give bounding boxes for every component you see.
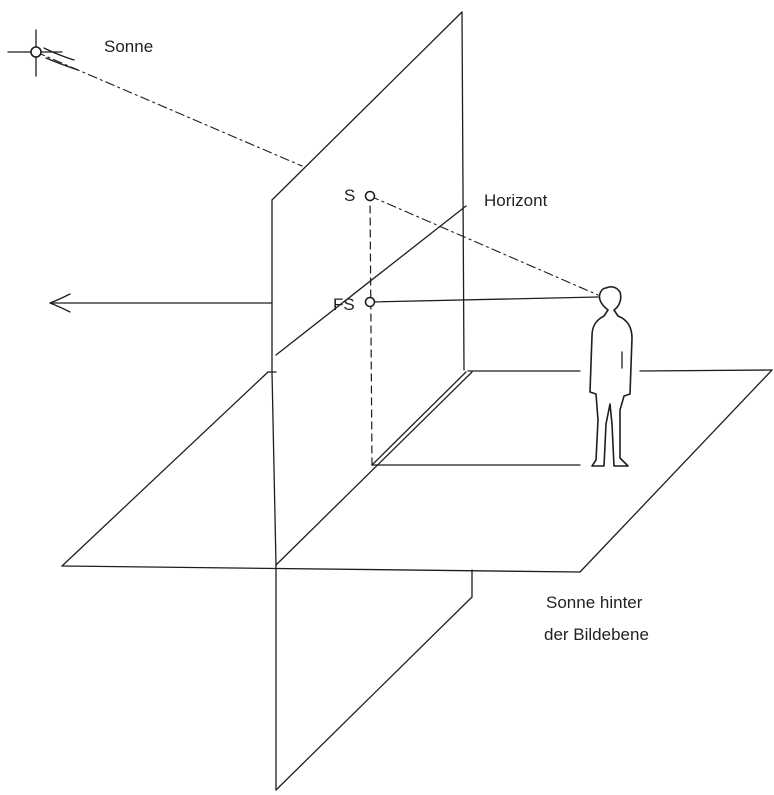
sun-point-marker bbox=[364, 190, 376, 202]
person-silhouette-icon bbox=[589, 286, 633, 467]
foot-point-label: FS bbox=[333, 295, 355, 314]
ground-line bbox=[271, 205, 473, 566]
sun-label: Sonne bbox=[104, 37, 153, 56]
ground-plane bbox=[61, 369, 773, 573]
sun-crosshair-icon bbox=[7, 29, 79, 77]
caption-line-1: Sonne hinter bbox=[546, 593, 643, 612]
foot-point-marker bbox=[364, 296, 376, 308]
direction-arrow bbox=[49, 293, 273, 313]
sun-rays bbox=[35, 51, 599, 303]
picture-plane bbox=[271, 11, 473, 791]
caption-line-2: der Bildebene bbox=[544, 625, 649, 644]
inner-structure bbox=[369, 195, 581, 466]
horizon-label: Horizont bbox=[484, 191, 548, 210]
sun-point-label: S bbox=[344, 186, 355, 205]
